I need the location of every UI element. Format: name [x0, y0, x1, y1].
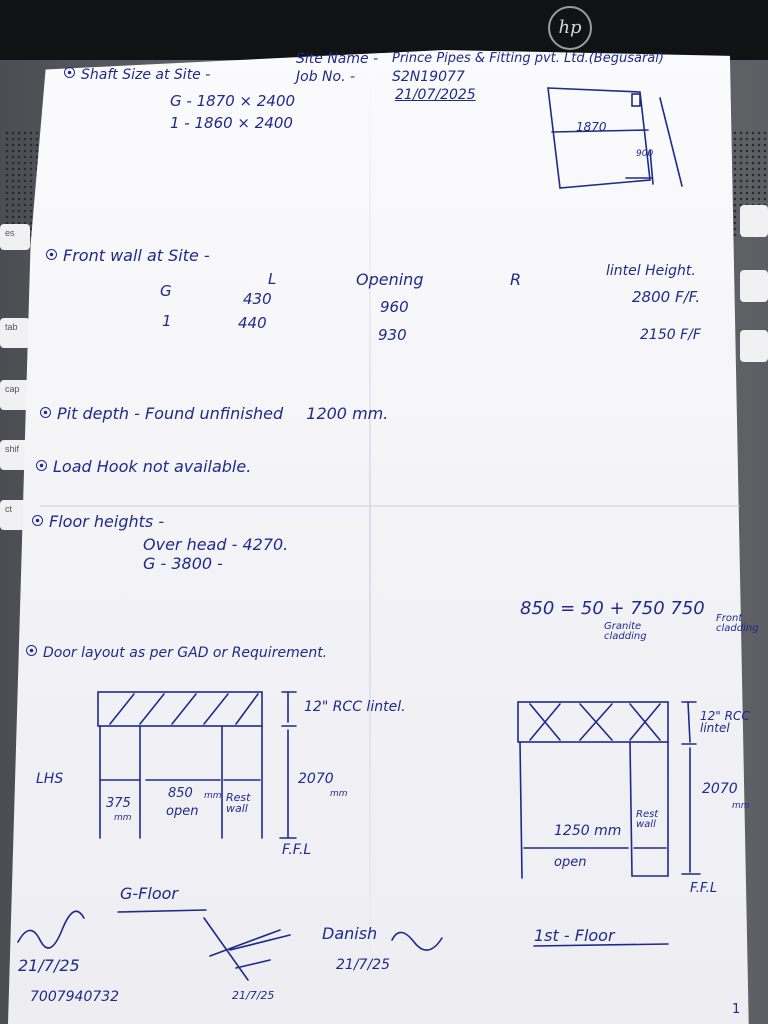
bullet-icon: [46, 249, 57, 260]
gfloor-left-jamb-unit: mm: [114, 813, 132, 823]
front-wall-col-opening: Opening: [356, 270, 424, 289]
key-esc: es: [0, 224, 30, 250]
floor-heights-title: Floor heights -: [32, 514, 164, 530]
job-no-label: Job No. -: [296, 69, 356, 85]
ffloor-open-label: open: [554, 855, 587, 870]
bullet-icon: [26, 645, 37, 656]
front-wall-col-r: R: [510, 270, 522, 289]
front-wall-row-g-floor: G: [160, 282, 172, 300]
key-caps: cap: [0, 380, 30, 410]
front-wall-row-1-l: 440: [238, 314, 267, 332]
left-speaker-grille: [4, 130, 38, 240]
gfloor-open-width: 850: [168, 786, 193, 801]
equation-note-granite: Granite cladding: [604, 621, 647, 642]
shaft-row-1: 1 - 1860 × 2400: [170, 114, 293, 132]
ffloor-ffl: F.F.L: [690, 881, 718, 896]
ffloor-open-width: 1250 mm: [554, 823, 622, 839]
load-hook-text: Load Hook not available.: [53, 457, 252, 476]
signature-1-date: 21/7/25: [18, 956, 80, 975]
paper-fold-vertical: [369, 52, 371, 1024]
door-layout: Door layout as per GAD or Requirement.: [26, 645, 328, 661]
hp-logo: hp: [548, 6, 592, 50]
gfloor-height: 2070: [298, 771, 334, 787]
shaft-size-title-text: Shaft Size at Site -: [81, 67, 211, 83]
gfloor-caption: G-Floor: [120, 884, 178, 903]
job-no: S2N19077: [392, 69, 465, 85]
gfloor-open-unit: mm: [204, 791, 222, 801]
gfloor-lintel: 12" RCC lintel.: [304, 699, 406, 715]
key-right-3: [740, 330, 768, 362]
front-wall-row-1-opening: 930: [378, 326, 407, 344]
handwritten-sheet: [8, 50, 749, 1024]
page-number: 1: [732, 1002, 741, 1017]
ffloor-height: 2070: [702, 781, 738, 797]
gfloor-rest-wall: Rest wall: [226, 791, 251, 815]
front-wall-title-text: Front wall at Site -: [63, 246, 210, 265]
floor-height-overhead: Over head - 4270.: [143, 535, 289, 554]
door-layout-text: Door layout as per GAD or Requirement.: [43, 645, 328, 661]
bullet-icon: [36, 460, 47, 471]
opening-equation: 850 = 50 + 750 750: [520, 598, 705, 619]
pit-depth-value: 1200 mm.: [306, 404, 389, 423]
paper-fold-horizontal: [40, 505, 740, 507]
ffloor-lintel: 12" RCC lintel: [700, 709, 750, 735]
signature-1-phone: 7007940732: [30, 989, 120, 1005]
front-wall-row-1-lintel: 2150 F/F: [640, 327, 701, 343]
gfloor-open-label: open: [166, 804, 199, 819]
pit-depth-text: Pit depth - Found unfinished: [57, 404, 284, 423]
gfloor-lhs: LHS: [36, 771, 64, 787]
header-date: 21/07/2025: [395, 87, 476, 103]
front-wall-col-lintel: lintel Height.: [606, 263, 696, 279]
site-name: Prince Pipes & Fitting pvt. Ltd.(Begusar…: [392, 51, 664, 66]
signature-3-date: 21/7/25: [336, 957, 390, 973]
laptop-bezel: [0, 0, 768, 60]
front-wall-row-1-floor: 1: [162, 312, 172, 330]
signature-2-date: 21/7/25: [232, 989, 275, 1002]
shaft-size-title: Shaft Size at Site -: [64, 67, 211, 83]
gfloor-left-jamb: 375: [106, 796, 131, 811]
front-wall-row-g-l: 430: [243, 290, 272, 308]
pit-depth: Pit depth - Found unfinished 1200 mm.: [40, 406, 388, 422]
key-right-2: [740, 270, 768, 302]
key-tab: tab: [0, 318, 30, 348]
ffloor-rest-wall: Rest wall: [636, 809, 659, 830]
front-wall-col-l: L: [268, 270, 277, 288]
signature-3-name: Danish: [322, 924, 378, 943]
load-hook: Load Hook not available.: [36, 459, 251, 475]
site-name-label: Site Name -: [296, 51, 379, 67]
floor-heights-title-text: Floor heights -: [49, 512, 165, 531]
shaft-sketch-depth: 900: [636, 149, 654, 159]
bullet-icon: [40, 407, 51, 418]
gfloor-ffl: F.F.L: [282, 842, 312, 858]
bullet-icon: [32, 515, 43, 526]
gfloor-height-unit: mm: [330, 789, 348, 799]
bullet-icon: [64, 67, 75, 78]
ffloor-caption: 1st - Floor: [534, 926, 615, 945]
front-wall-row-g-lintel: 2800 F/F.: [632, 288, 701, 306]
front-wall-row-g-opening: 960: [380, 298, 409, 316]
equation-note-front: Front cladding: [716, 613, 759, 634]
shaft-sketch-width: 1870: [576, 120, 607, 134]
ffloor-height-unit: mm: [732, 801, 750, 811]
front-wall-title: Front wall at Site -: [46, 248, 210, 264]
floor-height-ground: G - 3800 -: [143, 554, 223, 573]
shaft-row-g: G - 1870 × 2400: [170, 92, 296, 110]
key-right: [740, 205, 768, 237]
